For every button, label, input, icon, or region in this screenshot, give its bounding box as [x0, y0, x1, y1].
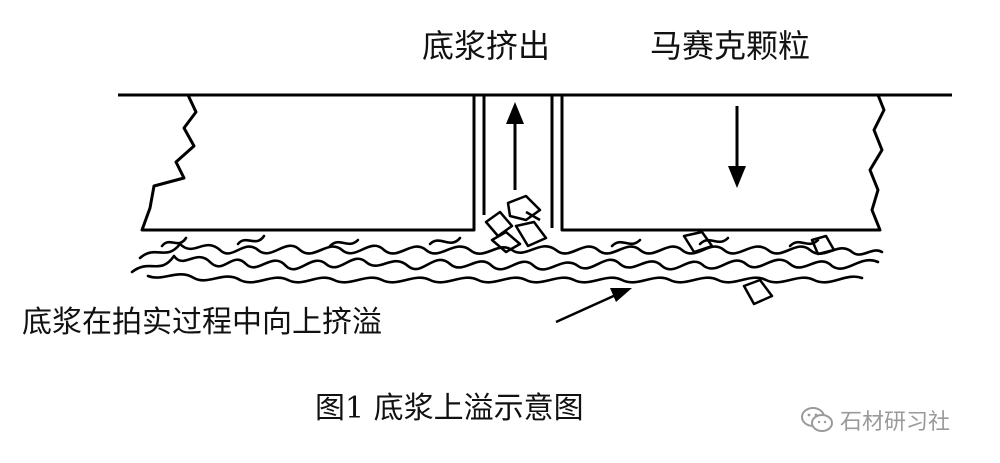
wechat-icon [800, 406, 834, 434]
right-tile [560, 94, 886, 232]
joint-particles [484, 194, 548, 254]
left-tile [140, 94, 476, 232]
down-arrow [728, 106, 746, 188]
label-grout-squeeze-out: 底浆挤出 [422, 27, 551, 65]
right-particles [682, 230, 836, 306]
figure-caption: 图1 底浆上溢示意图 [315, 391, 584, 426]
overflow-pointer-arrow [555, 288, 632, 324]
watermark-text: 石材研习社 [840, 410, 951, 435]
label-mosaic-particle: 马赛克颗粒 [650, 27, 811, 65]
watermark: 石材研习社 [800, 400, 950, 440]
up-arrow [506, 102, 524, 190]
grout-layer [130, 234, 884, 284]
label-grout-overflow: 底浆在拍实过程中向上挤溢 [22, 305, 382, 340]
